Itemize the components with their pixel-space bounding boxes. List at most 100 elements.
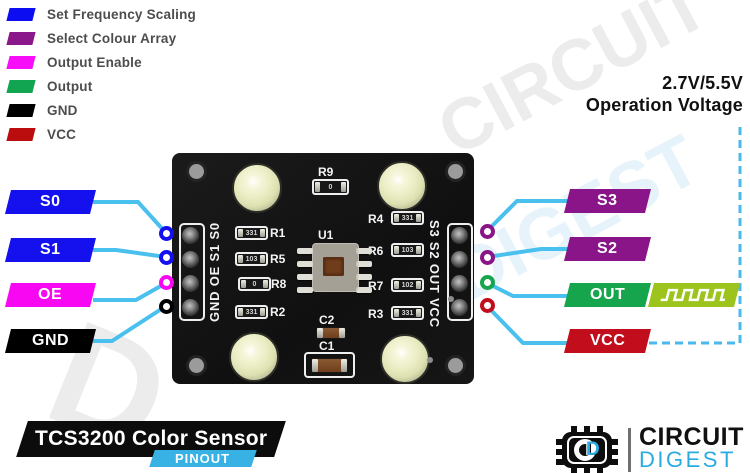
capacitor-ref: C1 (319, 339, 335, 353)
pin-ring-gnd (159, 299, 174, 314)
legend: Set Frequency Scaling Select Colour Arra… (6, 2, 196, 146)
pin-ring-oe (159, 275, 174, 290)
resistor: 102 (391, 278, 424, 292)
pin-label-text: S0 (40, 193, 61, 210)
legend-swatch-black (6, 103, 36, 117)
mounting-hole (189, 164, 204, 179)
resistor: 103 (391, 243, 424, 257)
white-led (380, 334, 430, 384)
legend-swatch-blue (6, 7, 36, 21)
voltage-value: 2.7V/5.5V (662, 73, 743, 93)
resistor-ref: R5 (270, 252, 286, 266)
pin-ring-vcc (480, 298, 495, 313)
capacitor-outline (304, 352, 355, 378)
pin-ring-s3 (480, 224, 495, 239)
legend-label: Output (47, 78, 93, 94)
capacitor (316, 327, 346, 339)
legend-item: Output Enable (6, 50, 196, 74)
pin-label-s1: S1 (5, 238, 96, 262)
header-pin (451, 299, 468, 316)
pin-ring-out (480, 275, 495, 290)
chip-pin (297, 261, 313, 267)
pin-label-text: OUT (589, 286, 626, 303)
via (427, 357, 433, 363)
header-pin (182, 299, 199, 316)
legend-item: Select Colour Array (6, 26, 196, 50)
square-wave-tag (648, 283, 740, 307)
pin-ring-s2 (480, 250, 495, 265)
pin-label-text: S1 (40, 241, 61, 258)
legend-label: Output Enable (47, 54, 142, 70)
pinout-tag: PINOUT (149, 450, 257, 467)
resistor-ref: R6 (368, 244, 384, 258)
chip-ref: U1 (318, 228, 334, 242)
resistor-ref: R3 (368, 307, 384, 321)
resistor-marking: 0 (252, 280, 257, 288)
pin-label-out: OUT (564, 283, 651, 307)
diagram-title: TCS3200 Color Sensor (34, 427, 268, 450)
capacitor-ref: C2 (319, 313, 335, 327)
resistor-ref: R2 (270, 305, 286, 319)
header-pin (451, 251, 468, 268)
pin-label-text: OE (38, 286, 63, 303)
white-led (377, 161, 427, 211)
pin-label-text: VCC (589, 332, 626, 349)
capacitor (311, 357, 348, 373)
pin-label-text: GND (31, 332, 70, 349)
chip-pin (356, 248, 372, 254)
resistor: 331 (235, 305, 268, 319)
legend-item: VCC (6, 122, 196, 146)
legend-label: VCC (47, 126, 77, 142)
operation-voltage-note: 2.7V/5.5V Operation Voltage (586, 72, 743, 116)
square-wave-icon (660, 288, 726, 302)
via (448, 296, 454, 302)
legend-item: GND (6, 98, 196, 122)
logo-divider (628, 428, 631, 472)
monogram-c-ring (574, 439, 596, 461)
resistor-marking: 0 (328, 183, 333, 191)
chip-pin (356, 274, 372, 280)
header-pin (451, 227, 468, 244)
header-pin (182, 251, 199, 268)
resistor-ref: R8 (271, 277, 287, 291)
pin-label-s0: S0 (5, 190, 96, 214)
legend-swatch-magenta (6, 55, 36, 69)
chip-pin (356, 287, 372, 293)
pin-label-text: S3 (597, 192, 618, 209)
chip-icon-body: D (562, 432, 612, 468)
pin-label-text: S2 (597, 240, 618, 257)
resistor: 331 (235, 226, 268, 240)
legend-swatch-red (6, 127, 36, 141)
legend-label: GND (47, 102, 78, 118)
legend-swatch-green (6, 79, 36, 93)
pinout-tag-text: PINOUT (175, 451, 231, 466)
chip-icon: D (556, 426, 620, 473)
legend-item: Output (6, 74, 196, 98)
resistor-marking: 331 (245, 308, 258, 316)
resistor-ref: R4 (368, 212, 384, 226)
legend-item: Set Frequency Scaling (6, 2, 196, 26)
resistor-marking: 331 (401, 309, 414, 317)
resistor-ref: R9 (318, 165, 334, 179)
chip-pin (356, 261, 372, 267)
pin-ring-s0 (159, 226, 174, 241)
mounting-hole (448, 164, 463, 179)
chip-icon-frame (567, 436, 607, 464)
resistor-marking: 331 (401, 214, 414, 222)
resistor: 331 (391, 306, 424, 320)
mounting-hole (189, 358, 204, 373)
chip-pin (297, 274, 313, 280)
tcs3200-board: GND OE S1 S0 S3 S2 OUT VCC R9 0 331 R1 1… (172, 153, 474, 384)
white-led (232, 163, 282, 213)
brand-name-top: CIRCUIT (639, 423, 744, 451)
pin-ring-s1 (159, 250, 174, 265)
resistor-marking: 103 (245, 255, 258, 263)
right-pin-header (447, 223, 473, 321)
left-pin-header (179, 223, 205, 321)
mounting-hole (448, 358, 463, 373)
resistor-marking: 102 (401, 281, 414, 289)
chip-pin (297, 287, 313, 293)
voltage-caption: Operation Voltage (585, 95, 743, 115)
